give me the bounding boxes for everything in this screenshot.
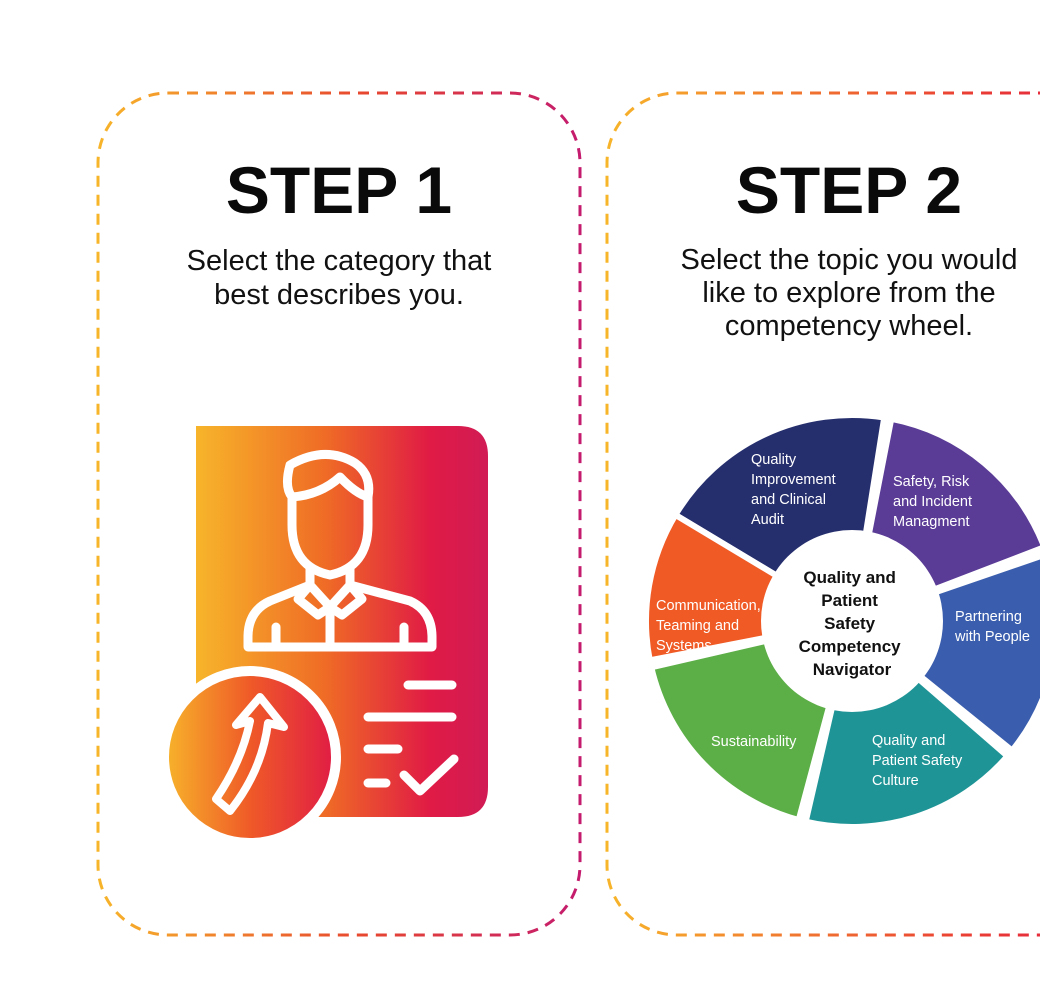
step1-description-line: best describes you. (214, 279, 464, 311)
step1-card-border (96, 91, 582, 937)
step1-description-line: Select the category that (186, 245, 492, 277)
step2-description-line: like to explore from the (702, 277, 996, 309)
wheel-center-title: Quality and Patient Safety Competency Na… (799, 568, 906, 679)
wheel-segment-label: Sustainability (711, 734, 797, 750)
step2-description-line: competency wheel. (724, 310, 974, 342)
wheel-center-circle (761, 530, 943, 712)
person-icon (243, 450, 459, 796)
arrow-up-icon (212, 693, 288, 815)
progress-circle (159, 666, 341, 848)
step2-description-line: Select the topic you would (680, 244, 1018, 276)
step2-description: Select the topic you would like to explo… (607, 244, 1040, 343)
step2-title: STEP 2 (735, 153, 963, 227)
person-profile-progress-icon (159, 426, 488, 848)
step1-description: Select the category that best describes … (98, 244, 580, 312)
step1-title: STEP 1 (225, 153, 453, 227)
step2-card-border (605, 91, 1040, 937)
